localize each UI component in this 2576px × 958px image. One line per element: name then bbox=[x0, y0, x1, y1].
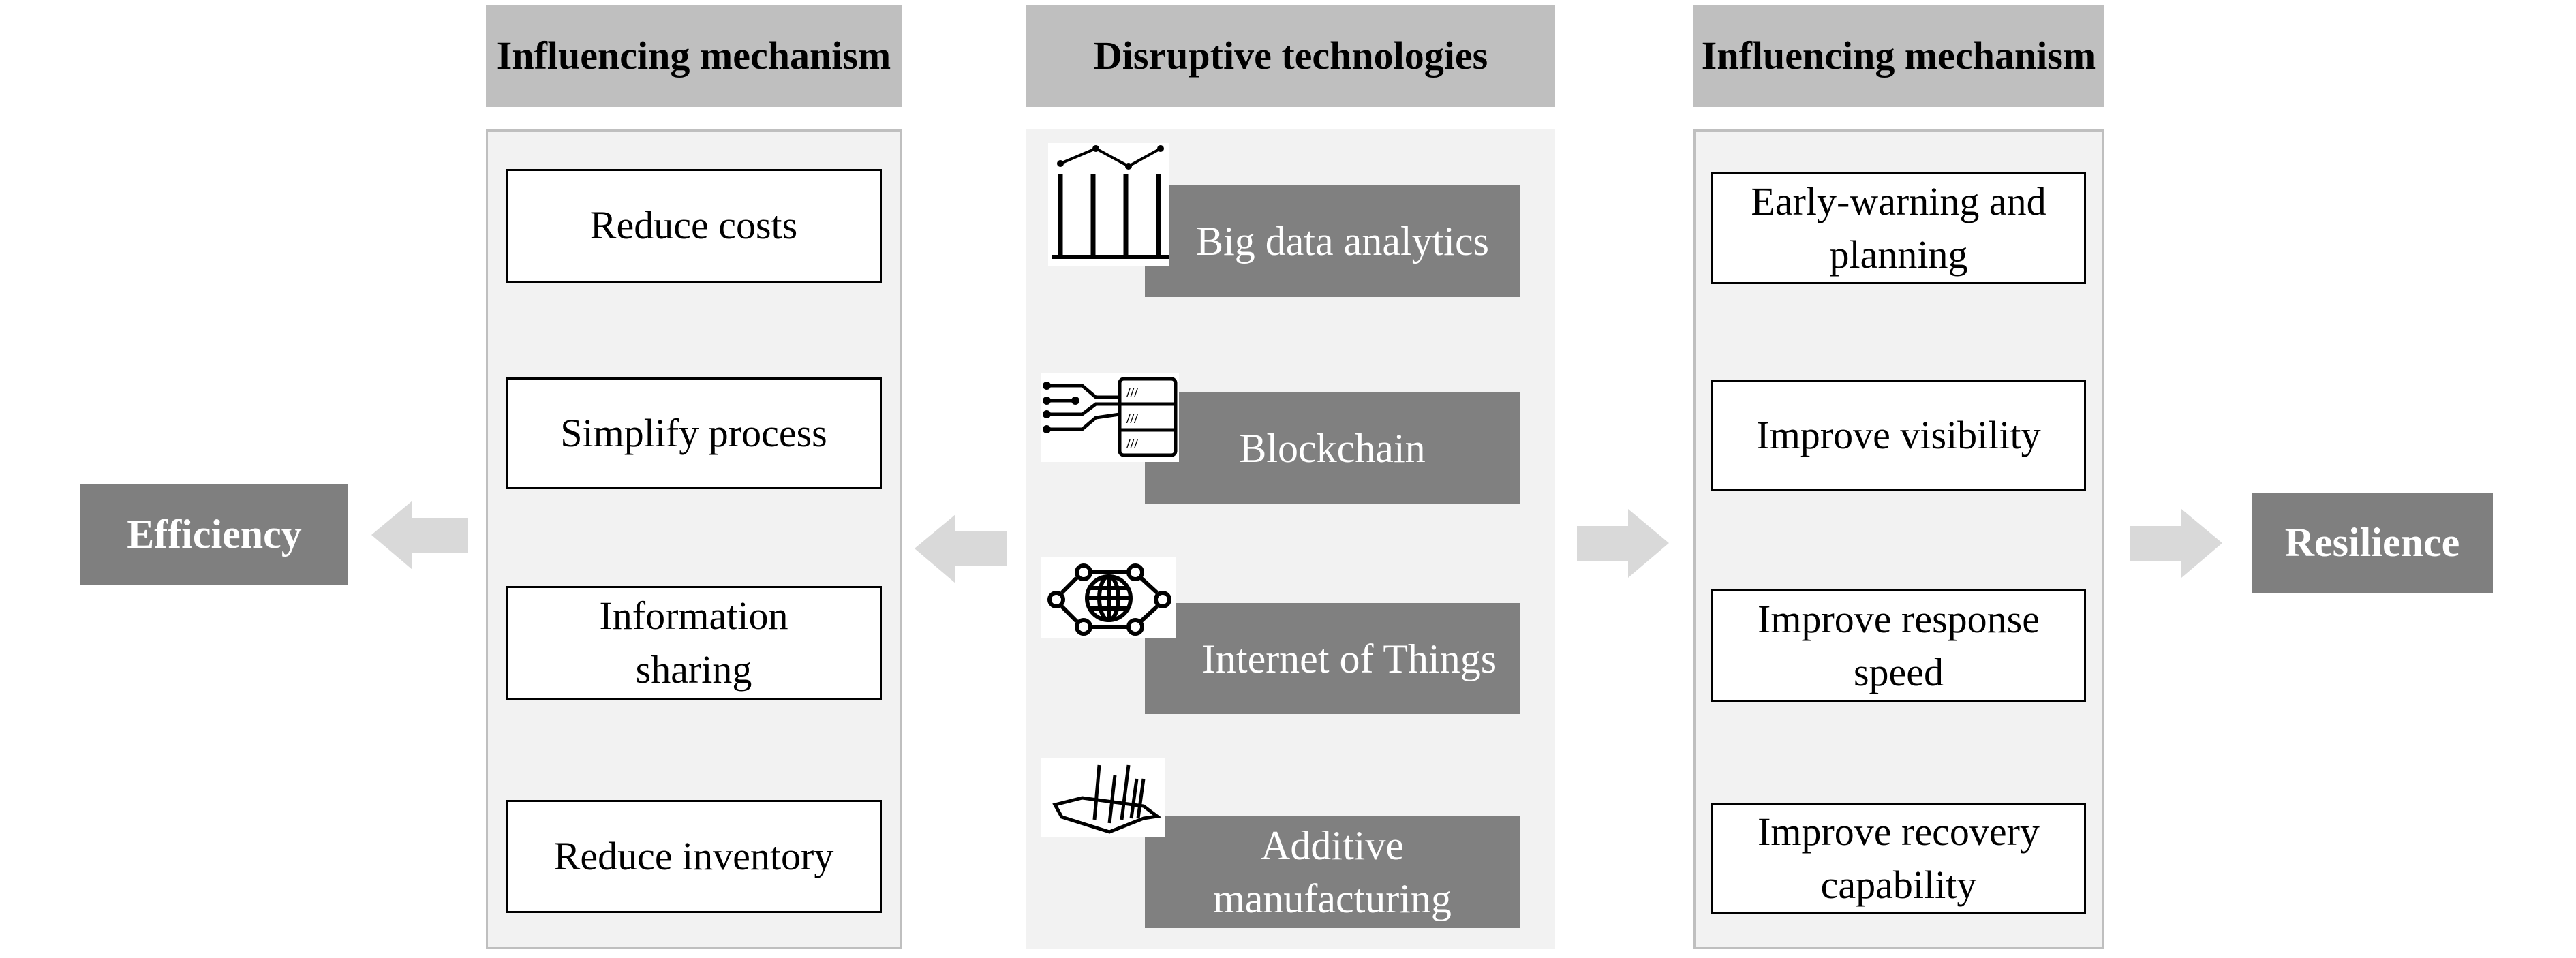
server-network-icon: /// /// /// bbox=[1041, 373, 1179, 462]
svg-text:///: /// bbox=[1126, 437, 1138, 452]
chart-icon bbox=[1048, 143, 1169, 266]
mechanism-improve-response-speed: Improve response speed bbox=[1711, 589, 2086, 702]
resilience-box: Resilience bbox=[2252, 493, 2493, 593]
3d-printing-icon bbox=[1041, 758, 1165, 837]
svg-text:///: /// bbox=[1126, 412, 1138, 427]
arrow-right-icon bbox=[2130, 509, 2222, 578]
right-mechanism-header: Influencing mechanism bbox=[1693, 5, 2104, 107]
mechanism-improve-visibility: Improve visibility bbox=[1711, 380, 2086, 491]
tech-blockchain: Blockchain bbox=[1145, 392, 1520, 504]
mechanism-improve-recovery: Improve recovery capability bbox=[1711, 803, 2086, 914]
arrow-left-icon bbox=[915, 514, 1007, 583]
left-mechanism-header: Influencing mechanism bbox=[486, 5, 902, 107]
mechanism-reduce-costs: Reduce costs bbox=[506, 169, 882, 283]
svg-text:///: /// bbox=[1126, 386, 1138, 401]
arrow-left-icon bbox=[371, 501, 468, 570]
mechanism-early-warning: Early-warning and planning bbox=[1711, 172, 2086, 284]
mechanism-information-sharing: Information sharing bbox=[506, 586, 882, 700]
tech-additive-manufacturing: Additive manufacturing bbox=[1145, 816, 1520, 928]
arrow-right-icon bbox=[1577, 509, 1669, 578]
globe-network-icon bbox=[1041, 557, 1176, 638]
mechanism-reduce-inventory: Reduce inventory bbox=[506, 800, 882, 913]
mechanism-simplify-process: Simplify process bbox=[506, 377, 882, 489]
efficiency-box: Efficiency bbox=[80, 484, 348, 585]
tech-internet-of-things: Internet of Things bbox=[1145, 603, 1520, 714]
technologies-header: Disruptive technologies bbox=[1026, 5, 1555, 107]
tech-big-data-analytics: Big data analytics bbox=[1145, 185, 1520, 297]
